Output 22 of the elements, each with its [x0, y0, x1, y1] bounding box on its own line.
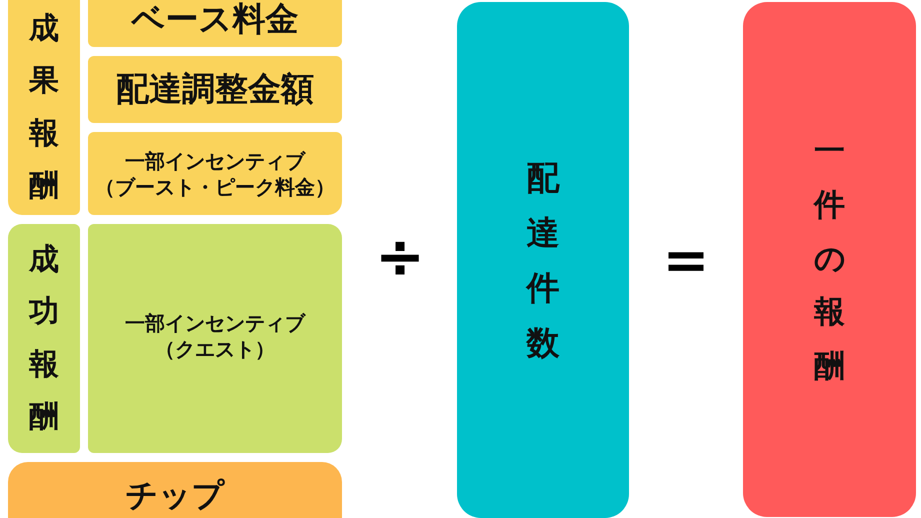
item-box: [88, 0, 342, 47]
result-box: [743, 2, 916, 517]
tip-box: [8, 462, 342, 518]
item-label: 一部インセンティブ: [125, 310, 305, 336]
category-label: 成功報酬: [29, 240, 59, 436]
category-box: [8, 224, 80, 453]
item-box: [88, 132, 342, 215]
item-label: 配達調整金額: [116, 68, 314, 110]
divisor-label: 配達件数: [526, 156, 560, 364]
equals-sign: ＝: [654, 227, 718, 291]
item-note: （クエスト）: [155, 336, 275, 362]
item-note: （ブースト・ピーク料金）: [95, 174, 335, 200]
item-label: チップ: [126, 475, 224, 516]
item-label: 一部インセンティブ: [125, 148, 305, 174]
item-box: [88, 56, 342, 123]
divisor-box: [457, 2, 629, 518]
division-sign: ÷: [374, 227, 426, 287]
item-box: [88, 224, 342, 453]
result-label: 一件の報酬: [814, 132, 845, 386]
item-label: ベース料金: [132, 0, 298, 40]
category-box: [8, 0, 80, 215]
category-label: 成果報酬: [29, 10, 59, 205]
